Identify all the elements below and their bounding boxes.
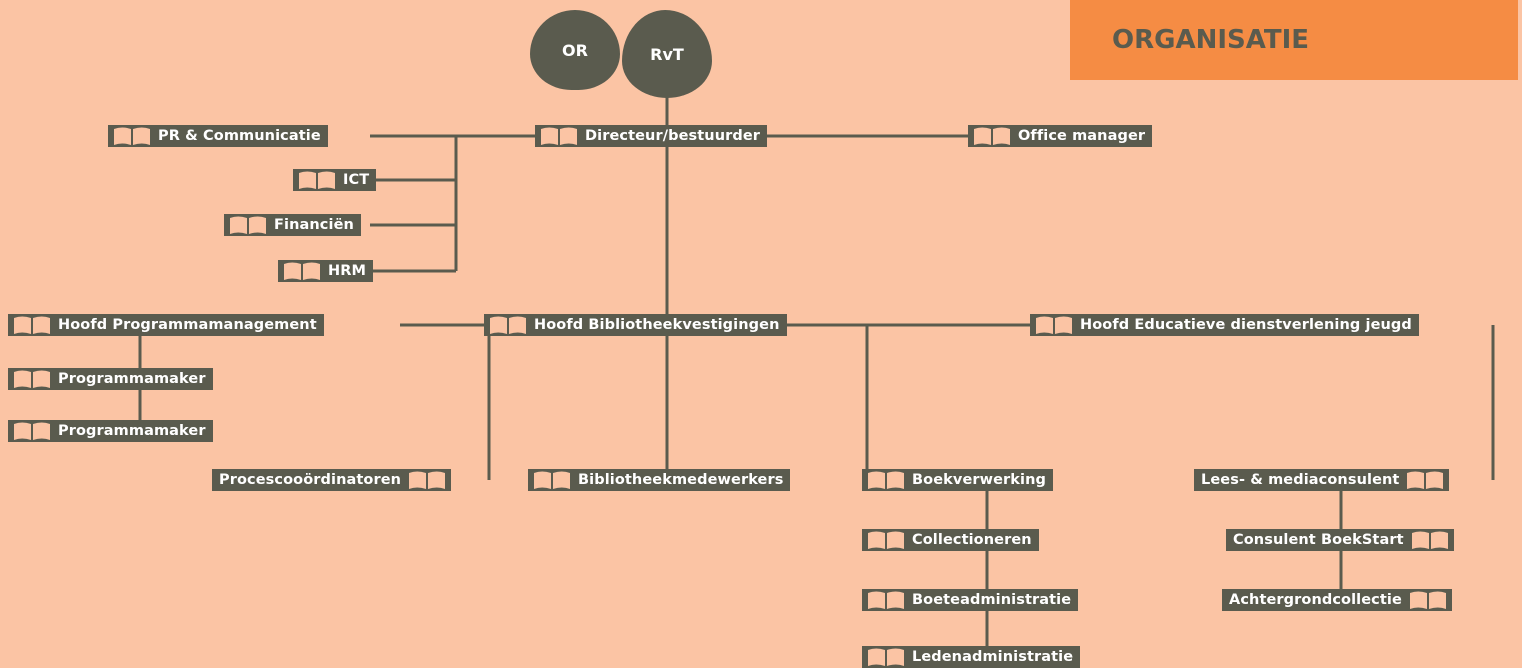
node-lees-mediaconsulent: Lees- & mediaconsulent [1194,469,1450,491]
badge-rvt: RvT [622,10,712,98]
node-label: Ledenadministratie [912,649,1074,665]
node-directeur: Directeur/bestuurder [535,125,768,147]
book-icon [1034,315,1074,335]
node-label: Consulent BoekStart [1233,532,1404,548]
node-hoofd-programmamanagement: Hoofd Programmamanagement [8,314,324,336]
node-programmamaker-2: Programmamaker [8,420,213,442]
node-consulent-boekstart: Consulent BoekStart [1226,529,1454,551]
node-hrm: HRM [278,260,374,282]
badge-or: OR [530,10,620,90]
node-achtergrondcollectie: Achtergrondcollectie [1222,589,1452,611]
book-icon [12,369,52,389]
node-label: Financiën [274,217,354,233]
node-programmamaker-1: Programmamaker [8,368,213,390]
node-hoofd-bibliotheekvestigingen: Hoofd Bibliotheekvestigingen [484,314,787,336]
node-hoofd-educatieve-dienstverlening: Hoofd Educatieve dienstverlening jeugd [1030,314,1419,336]
book-icon [866,470,906,490]
node-collectioneren: Collectioneren [862,529,1039,551]
node-label: Hoofd Bibliotheekvestigingen [534,317,780,333]
node-label: Programmamaker [58,371,206,387]
book-icon [282,261,322,281]
book-icon [1408,590,1448,610]
book-icon [12,421,52,441]
node-boeteadministratie: Boeteadministratie [862,589,1079,611]
node-label: Hoofd Educatieve dienstverlening jeugd [1080,317,1412,333]
book-icon [228,215,268,235]
book-icon [297,170,337,190]
node-label: Hoofd Programmamanagement [58,317,317,333]
node-label: Boeteadministratie [912,592,1072,608]
node-bibliotheekmedewerkers: Bibliotheekmedewerkers [528,469,791,491]
node-pr-communicatie: PR & Communicatie [108,125,328,147]
book-icon [539,126,579,146]
book-icon [112,126,152,146]
book-icon [1410,530,1450,550]
node-label: Programmamaker [58,423,206,439]
book-icon [1405,470,1445,490]
node-label: Bibliotheekmedewerkers [578,472,784,488]
node-label: ICT [343,172,370,188]
node-label: Office manager [1018,128,1146,144]
node-label: Directeur/bestuurder [585,128,761,144]
node-label: Procescooördinatoren [219,472,402,488]
page-title: ORGANISATIE [1070,0,1518,80]
book-icon [866,530,906,550]
book-icon [532,470,572,490]
book-icon [866,647,906,667]
book-icon [12,315,52,335]
node-label: Collectioneren [912,532,1032,548]
node-office-manager: Office manager [968,125,1153,147]
node-label: Achtergrondcollectie [1229,592,1402,608]
node-procescoordinatoren: Procescooördinatoren [212,469,452,491]
book-icon [972,126,1012,146]
book-icon [866,590,906,610]
node-ledenadministratie: Ledenadministratie [862,646,1081,668]
node-label: HRM [328,263,367,279]
node-label: Boekverwerking [912,472,1047,488]
node-ict: ICT [293,169,377,191]
node-boekverwerking: Boekverwerking [862,469,1054,491]
node-label: PR & Communicatie [158,128,321,144]
node-label: Lees- & mediaconsulent [1201,472,1400,488]
book-icon [488,315,528,335]
node-financien: Financiën [224,214,361,236]
book-icon [407,470,447,490]
